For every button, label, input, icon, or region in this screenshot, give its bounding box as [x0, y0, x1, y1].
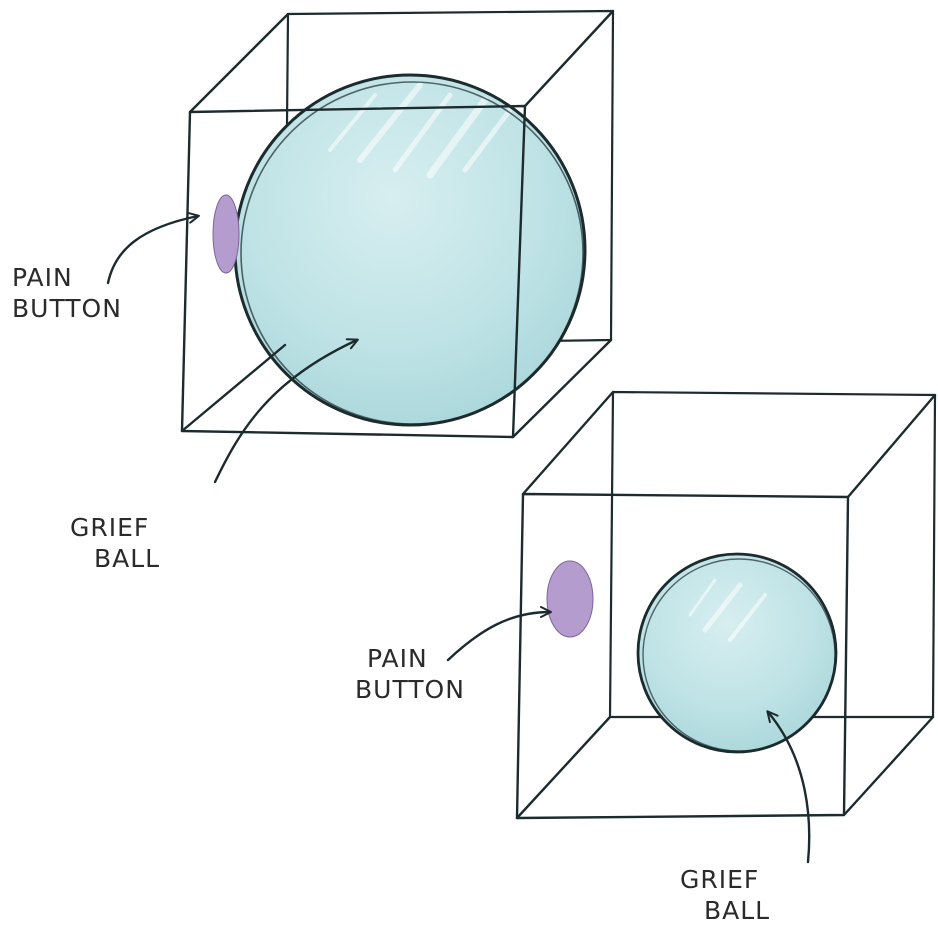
grief-ball-2-label-line-1: GRIEF — [680, 864, 770, 895]
grief-ball-2-label-line-2: BALL — [680, 895, 770, 926]
grief-ball-1-label-line-2: BALL — [70, 543, 160, 574]
pain-button-1 — [213, 195, 239, 273]
grief-ball-2-label: GRIEF BALL — [680, 864, 770, 926]
pain-button-1-label: PAIN BUTTON — [12, 262, 122, 324]
pain-button-2-label-line-2: BUTTON — [355, 674, 465, 705]
pain-button-2-label: PAIN BUTTON — [355, 643, 465, 705]
pain-button-2 — [547, 561, 593, 637]
diagram-1 — [108, 11, 613, 482]
pain-button-2-label-line-1: PAIN — [355, 643, 465, 674]
pain-button-1-label-line-1: PAIN — [12, 262, 122, 293]
diagram-2 — [448, 392, 935, 862]
grief-ball-2 — [638, 554, 836, 752]
grief-ball-1-label: GRIEF BALL — [70, 512, 160, 574]
pain-button-1-label-line-2: BUTTON — [12, 293, 122, 324]
grief-ball-1 — [235, 75, 585, 425]
grief-ball-1-label-line-1: GRIEF — [70, 512, 160, 543]
